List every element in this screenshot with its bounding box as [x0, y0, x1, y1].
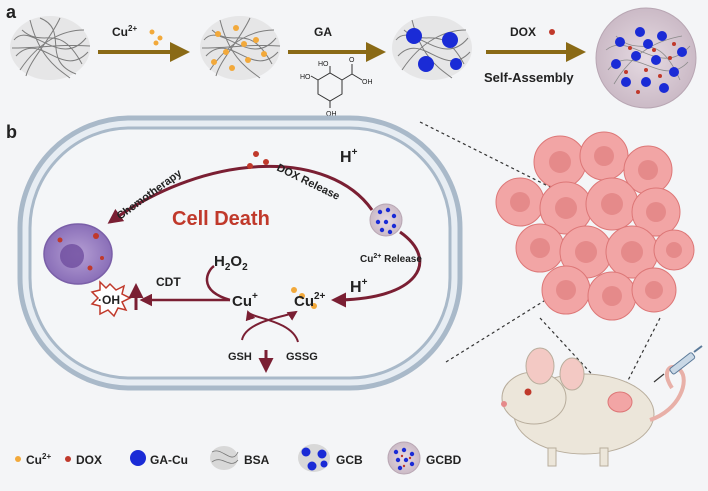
h-plus-top: H+	[340, 147, 358, 166]
legend-gcbd-label: GCBD	[426, 453, 462, 467]
gcbd-in-cell	[369, 203, 403, 237]
gssg-label: GSSG	[286, 351, 318, 363]
cell-death-label: Cell Death	[172, 208, 270, 230]
cdt-label: CDT	[156, 275, 181, 289]
cell-membrane-inner	[28, 126, 452, 380]
cu2-cluster	[291, 287, 317, 309]
legend-bsa-swatch	[210, 446, 239, 470]
released-dox	[247, 151, 269, 169]
ga-label-3: O	[349, 57, 355, 64]
dox-dot	[549, 29, 555, 35]
zoom-line-bottom	[445, 295, 553, 363]
mouse	[501, 347, 686, 467]
legend-ga-cu-label: GA-Cu	[150, 453, 188, 467]
hydroxyl-radical-burst: ·OH	[90, 280, 132, 318]
legend-dox-swatch	[65, 456, 71, 462]
oh-label: ·OH	[98, 293, 120, 307]
cu-release-arrow	[331, 230, 422, 308]
cu-release-label: Cu2+ Release	[360, 253, 422, 265]
gsh-label: GSH	[228, 351, 252, 363]
redox-arrow-2	[245, 310, 299, 343]
legend-ga-cu-swatch	[130, 450, 146, 466]
ga-label-4: OH	[362, 79, 373, 86]
legend-dox-label: DOX	[76, 453, 102, 467]
gcb-particle	[392, 16, 472, 80]
tumor-cell-cluster	[495, 131, 695, 321]
dying-cell	[43, 223, 113, 285]
gcbd-particle	[595, 7, 697, 109]
legend: Cu2+ DOX GA-Cu BSA GCB GCBD	[15, 441, 462, 475]
panel-b-label: b	[6, 122, 17, 142]
zoom-line-top	[419, 121, 553, 189]
panel-a-label: a	[6, 2, 17, 22]
legend-bsa-label: BSA	[244, 453, 270, 467]
cu-dots	[149, 29, 163, 46]
h2o2-label: H2O2	[214, 253, 248, 273]
step2-reagent: GA	[314, 25, 332, 39]
bsa-cu-ball	[200, 16, 281, 80]
bsa-fiber-ball	[10, 16, 91, 80]
legend-gcb-label: GCB	[336, 453, 363, 467]
legend-cu-swatch	[15, 456, 21, 462]
gallic-acid-structure: HO HO OH O OH	[300, 57, 373, 118]
cu-plus-label: Cu+	[232, 291, 258, 310]
step3-reagent: DOX	[510, 25, 536, 39]
chemotherapy-arrow	[107, 165, 374, 224]
h-plus-bottom: H+	[350, 277, 368, 296]
syringe	[653, 345, 703, 383]
step1-reagent: Cu2+	[112, 24, 137, 39]
legend-gcb-swatch	[298, 444, 330, 472]
h2o2-arc	[205, 264, 231, 302]
legend-gcbd-swatch	[387, 441, 421, 475]
ga-label-2: OH	[326, 111, 337, 118]
cu2-label: Cu2+	[294, 291, 326, 310]
ga-label-0: HO	[318, 61, 329, 68]
ga-label-1: HO	[300, 74, 311, 81]
legend-cu-label: Cu2+	[26, 452, 51, 467]
self-assembly-label: Self-Assembly	[484, 70, 574, 85]
